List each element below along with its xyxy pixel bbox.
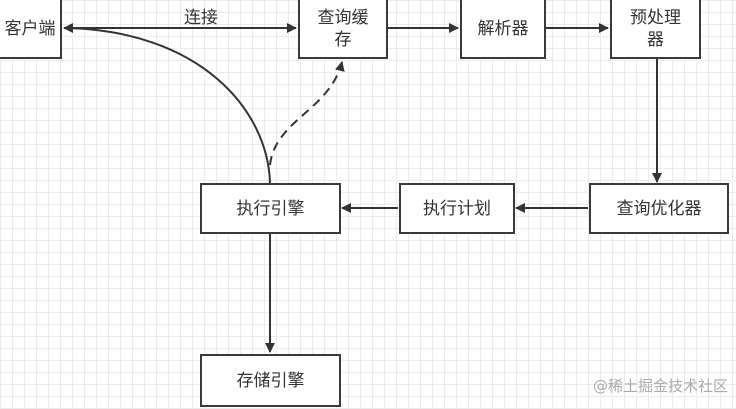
node-parser[interactable]: 解析器 [460, 0, 546, 59]
node-query-cache[interactable]: 查询缓存 [298, 0, 388, 59]
node-preprocessor[interactable]: 预处理器 [610, 0, 701, 59]
node-execution-plan[interactable]: 执行计划 [399, 183, 515, 234]
edge-engine-client-curve [63, 27, 271, 184]
edge-engine-cache-dashed [269, 61, 345, 166]
node-execution-engine[interactable]: 执行引擎 [200, 183, 341, 234]
node-optimizer[interactable]: 查询优化器 [589, 183, 729, 234]
connect-label: 连接 [184, 8, 218, 28]
node-client[interactable]: 客户端 [0, 0, 62, 59]
node-storage-engine[interactable]: 存储引擎 [200, 354, 341, 407]
watermark: @稀土掘金技术社区 [592, 377, 728, 395]
